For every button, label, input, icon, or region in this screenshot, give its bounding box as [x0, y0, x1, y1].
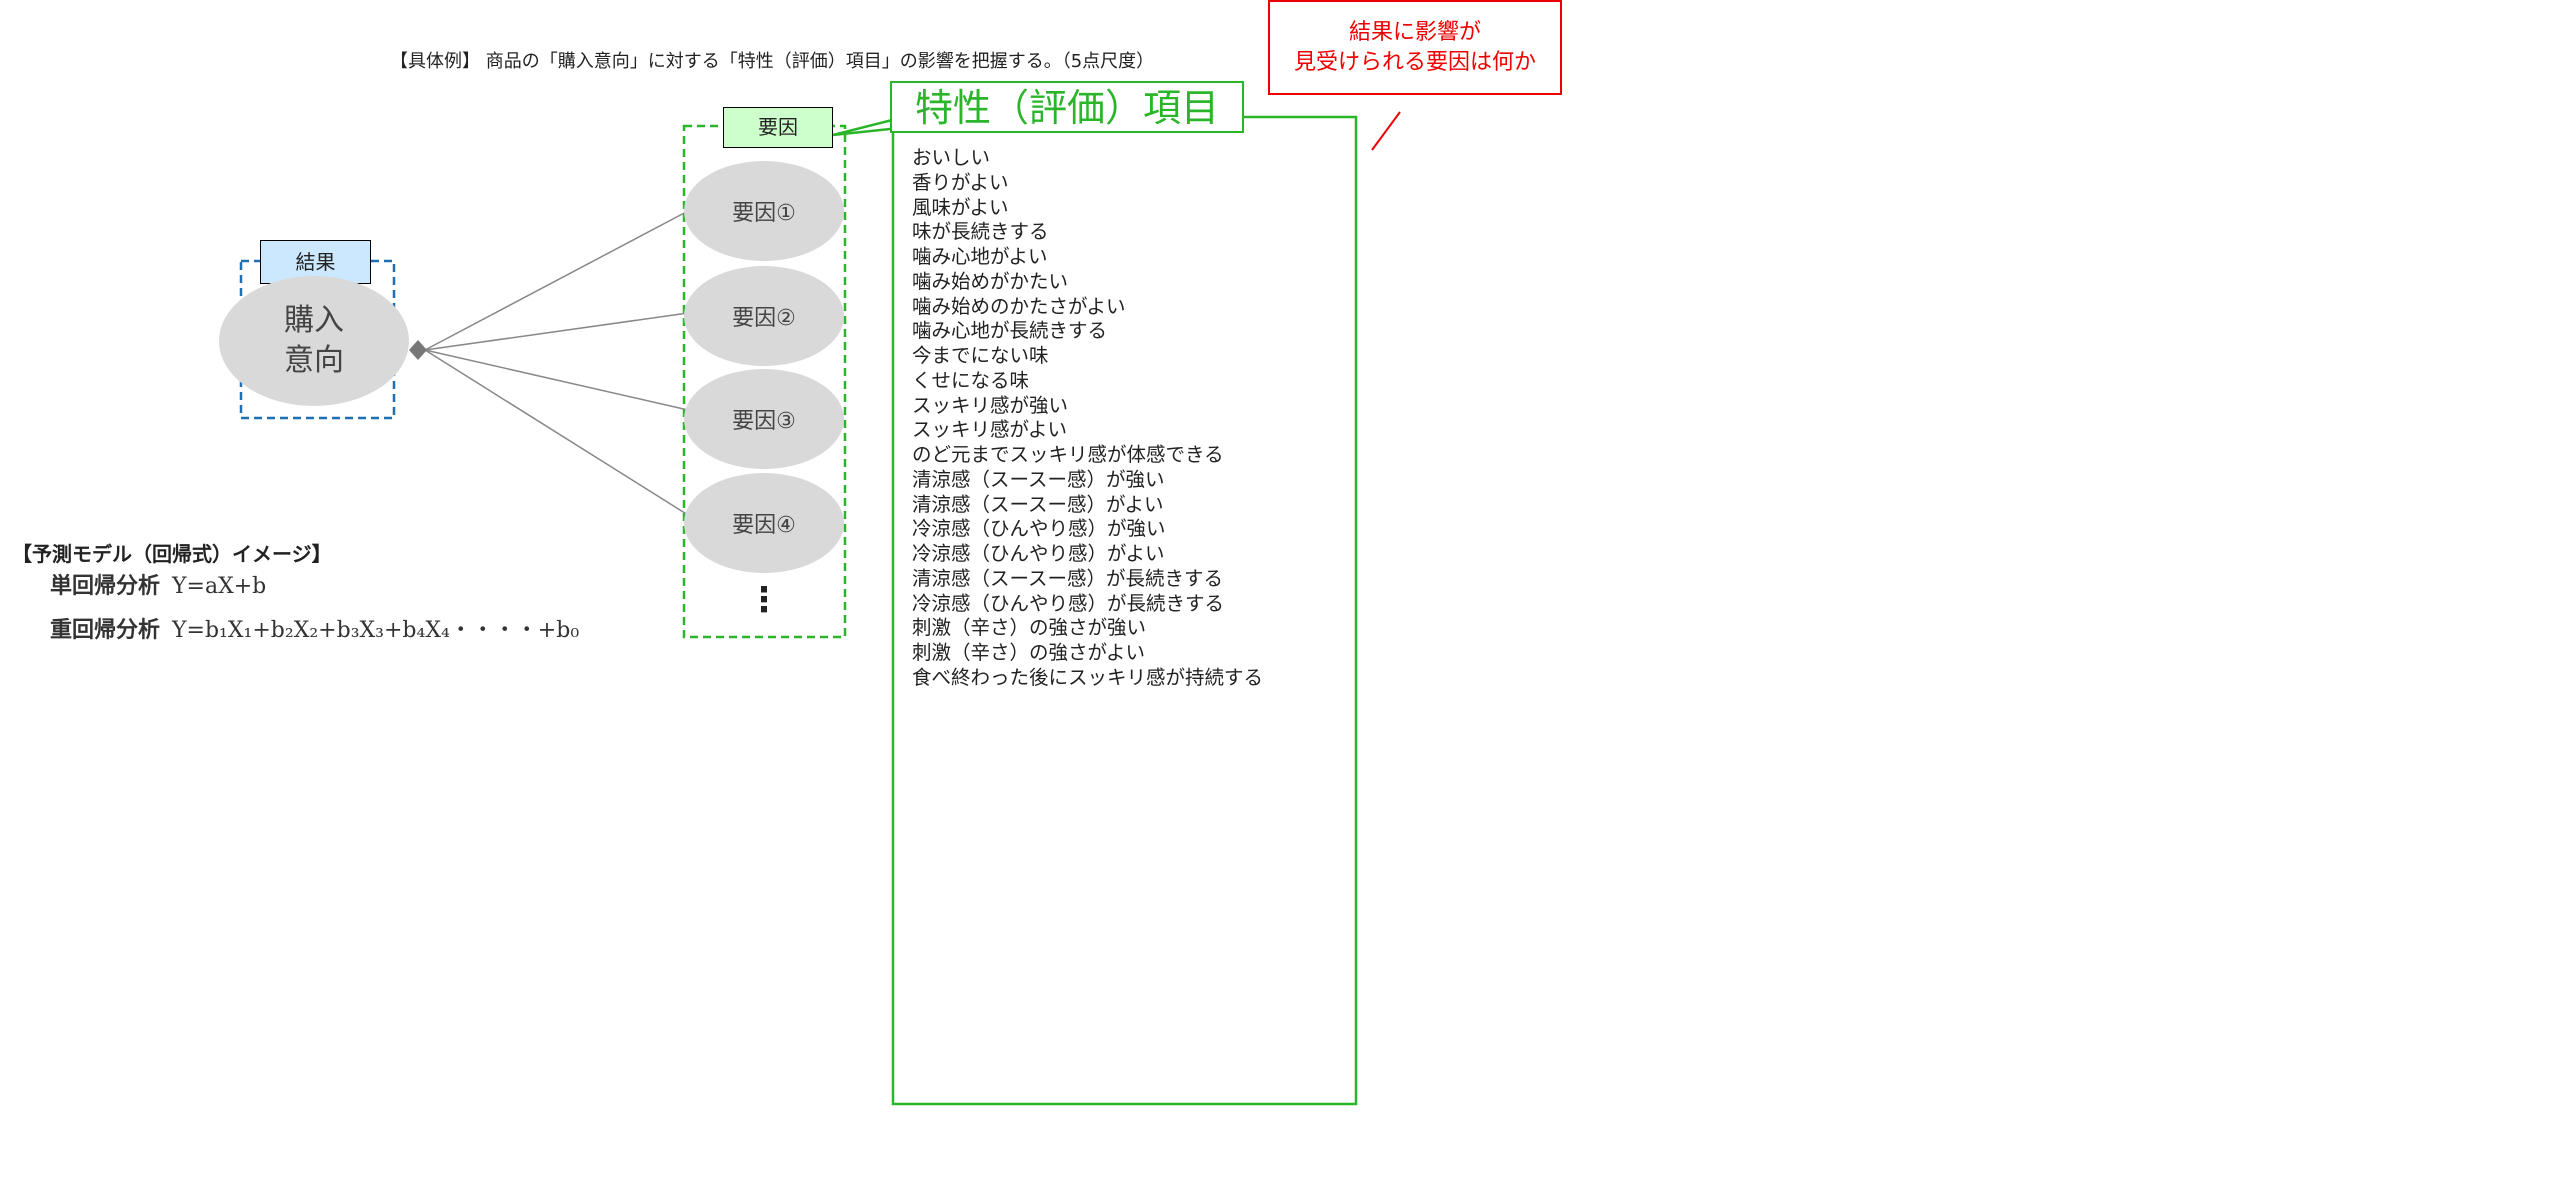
attribute-item: 清涼感（スースー感）が長続きする — [912, 566, 1224, 590]
attribute-item: 噛み始めのかたさがよい — [912, 294, 1126, 318]
model-title: 【予測モデル（回帰式）イメージ】 — [12, 542, 332, 566]
attribute-item: 清涼感（スースー感）が強い — [912, 467, 1165, 491]
factor-node: 要因① — [684, 161, 844, 261]
attribute-item: 香りがよい — [912, 170, 1009, 194]
attribute-item: 冷涼感（ひんやり感）が長続きする — [912, 591, 1225, 615]
note-line: 見受けられる要因は何か — [1293, 50, 1536, 75]
factor-node: 要因④ — [684, 473, 844, 573]
node-text: 意向 — [284, 343, 344, 378]
attribute-item: 清涼感（スースー感）がよい — [912, 492, 1164, 516]
ellipsis: ⋮ — [747, 580, 781, 620]
multiple-regression: 重回帰分析 Y=b₁X₁+b₂X₂+b₃X₃+b₄X₄・・・・+b₀ — [50, 612, 579, 644]
attribute-item: 食べ終わった後にスッキリ感が持続する — [912, 665, 1264, 689]
attribute-list: おいしい香りがよい風味がよい味が長続きする噛み心地がよい噛み始めがかたい噛み始め… — [912, 146, 1263, 691]
factor-label: 要因 — [723, 107, 833, 148]
purchase-intent-node: 購入意向 — [219, 276, 409, 406]
attribute-item: 噛み始めがかたい — [912, 269, 1069, 293]
attribute-item: 冷涼感（ひんやり感）が強い — [912, 517, 1166, 541]
attributes-callout: 特性（評価）項目 — [890, 81, 1244, 133]
attribute-item: スッキリ感が強い — [912, 393, 1069, 417]
note-line: 結果に影響が — [1348, 20, 1481, 45]
attribute-item: くせになる味 — [912, 368, 1030, 392]
attribute-item: 味が長続きする — [912, 220, 1049, 244]
attribute-item: 刺激（辛さ）の強さがよい — [912, 641, 1146, 664]
equation: Y=aX+b — [172, 574, 267, 599]
attribute-item: 風味がよい — [912, 195, 1009, 219]
attribute-item: 今までにない味 — [912, 344, 1049, 367]
attribute-item: 噛み心地がよい — [912, 245, 1048, 268]
eq-label: 重回帰分析 — [50, 618, 161, 643]
attribute-item: 噛み心地が長続きする — [912, 319, 1108, 343]
factor-node: 要因③ — [684, 369, 844, 469]
attribute-item: おいしい — [912, 146, 991, 169]
attribute-item: 刺激（辛さ）の強さが強い — [912, 616, 1147, 640]
attribute-item: のど元までスッキリ感が体感できる — [912, 443, 1224, 466]
equation: Y=b₁X₁+b₂X₂+b₃X₃+b₄X₄・・・・+b₀ — [172, 618, 580, 643]
note-box: 結果に影響が見受けられる要因は何か — [1268, 0, 1562, 95]
page-title: 【具体例】 商品の「購入意向」に対する「特性（評価）項目」の影響を把握する。（5… — [390, 51, 1155, 72]
simple-regression: 単回帰分析 Y=aX+b — [50, 568, 266, 600]
attribute-item: スッキリ感がよい — [912, 418, 1068, 442]
node-text: 購入 — [284, 303, 344, 338]
factor-node: 要因② — [684, 266, 844, 366]
attribute-item: 冷涼感（ひんやり感）がよい — [912, 542, 1165, 565]
eq-label: 単回帰分析 — [50, 574, 161, 599]
